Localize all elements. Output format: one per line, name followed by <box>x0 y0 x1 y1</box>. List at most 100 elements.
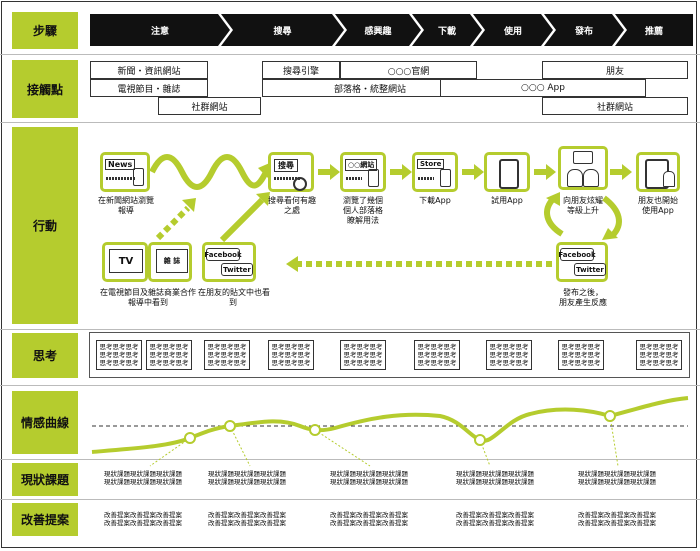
text-lines-icon <box>274 177 300 180</box>
thought-box: 思考思考思考 思考思考思考 思考思考思考 <box>636 340 682 370</box>
share-caption: 向朋友炫耀 等級上升 <box>563 196 603 215</box>
divider <box>0 54 700 55</box>
magazine-card: 雜 誌 <box>148 242 192 282</box>
step-attention: 注意 <box>90 14 230 46</box>
touchpoint-app: ○○○ App <box>440 79 646 97</box>
twitter-bubble: Twitter <box>221 263 253 276</box>
tv-icon: TV <box>109 249 143 273</box>
thought-box: 思考思考思考 思考思考思考 思考思考思考 <box>558 340 604 370</box>
improvement-text: 改善提案改善提案改善提案 改善提案改善提案改善提案 <box>330 511 408 527</box>
post-card: Facebook Twitter <box>556 242 608 282</box>
row-label-touchpoints: 接觸點 <box>12 60 78 118</box>
issue-text: 現狀課題現狀課題現狀課題 現狀課題現狀課題現狀課題 <box>578 470 656 486</box>
issue-text: 現狀課題現狀課題現狀課題 現狀課題現狀課題現狀課題 <box>456 470 534 486</box>
news-tag: News <box>105 159 136 170</box>
store-card: Store <box>412 152 458 192</box>
divider <box>0 385 700 386</box>
touchpoint-tv-magazine: 電視節目・雜誌 <box>90 79 208 97</box>
tv-card: TV <box>102 242 148 282</box>
thought-box: 思考思考思考 思考思考思考 思考思考思考 <box>96 340 142 370</box>
search-tag: 搜尋 <box>274 159 298 172</box>
step-use: 使用 <box>473 14 553 46</box>
touchpoint-friends: 朋友 <box>542 61 688 79</box>
text-lines-icon <box>346 177 362 180</box>
touchpoint-official-site: ○○○官網 <box>340 61 477 79</box>
friend-uses-card <box>636 152 680 192</box>
emotion-point <box>309 424 321 436</box>
row-label-steps: 步驟 <box>12 12 78 49</box>
row-label-improvements: 改善提案 <box>12 503 78 536</box>
touchpoint-social-sites-2: 社群網站 <box>542 97 688 115</box>
news-site-card: News <box>100 152 150 192</box>
emotion-point <box>604 410 616 422</box>
row-label-emotion: 情感曲線 <box>12 391 78 454</box>
emotion-point <box>184 432 196 444</box>
touchpoint-search-engine: 搜尋引擎 <box>262 61 340 79</box>
divider <box>0 459 700 460</box>
improvement-text: 改善提案改善提案改善提案 改善提案改善提案改善提案 <box>456 511 534 527</box>
tv-caption: 在電視節目及雜誌商業合作 報導中看到 <box>100 288 196 307</box>
facebook-bubble: Facebook <box>558 248 596 261</box>
person-icon <box>583 169 599 187</box>
emotion-point <box>224 420 236 432</box>
thought-box: 思考思考思考 思考思考思考 思考思考思考 <box>268 340 314 370</box>
blog-caption: 瀏覽了幾個 個人部落格 瞭解用法 <box>343 196 383 225</box>
touchpoint-news-sites: 新聞・資訊網站 <box>90 61 208 79</box>
speech-bubble-icon <box>573 151 593 164</box>
friend-uses-caption: 朋友也開始 使用App <box>638 196 678 215</box>
divider <box>0 329 700 330</box>
row-label-thoughts: 思考 <box>12 333 78 378</box>
news-caption: 在新聞網站瀏覽 報導 <box>98 196 154 215</box>
improvement-text: 改善提案改善提案改善提案 改善提案改善提案改善提案 <box>104 511 182 527</box>
divider <box>0 499 700 500</box>
facebook-bubble: Facebook <box>204 248 242 261</box>
step-search: 搜尋 <box>221 14 344 46</box>
divider <box>0 122 700 123</box>
thought-box: 思考思考思考 思考思考思考 思考思考思考 <box>340 340 386 370</box>
thought-box: 思考思考思考 思考思考思考 思考思考思考 <box>204 340 250 370</box>
book-icon: 雜 誌 <box>156 249 188 273</box>
smartphone-icon <box>368 169 379 187</box>
smartphone-icon <box>133 168 144 186</box>
friend-post-caption: 在朋友的貼文中也看 到 <box>198 288 270 307</box>
improvement-text: 改善提案改善提案改善提案 改善提案改善提案改善提案 <box>578 511 656 527</box>
site-tag: ○○網站 <box>345 159 378 171</box>
post-caption: 發布之後， 朋友產生反應 <box>559 288 607 307</box>
try-app-caption: 試用App <box>491 196 523 205</box>
thought-box: 思考思考思考 思考思考思考 思考思考思考 <box>146 340 192 370</box>
smartphone-icon <box>440 169 451 187</box>
twitter-bubble: Twitter <box>574 263 606 276</box>
person-icon <box>567 169 583 187</box>
thought-box: 思考思考思考 思考思考思考 思考思考思考 <box>414 340 460 370</box>
store-tag: Store <box>417 159 445 169</box>
search-card: 搜尋 <box>268 152 314 192</box>
step-post: 發布 <box>544 14 624 46</box>
share-card <box>558 146 608 190</box>
row-label-actions: 行動 <box>12 127 78 324</box>
blog-site-card: ○○網站 <box>340 152 386 192</box>
text-lines-icon <box>418 177 434 180</box>
try-app-card <box>484 152 530 192</box>
row-label-issues: 現狀課題 <box>12 463 78 496</box>
improvement-text: 改善提案改善提案改善提案 改善提案改善提案改善提案 <box>208 511 286 527</box>
smartphone-icon <box>499 159 519 189</box>
touchpoint-social-sites: 社群網站 <box>158 97 261 115</box>
issue-text: 現狀課題現狀課題現狀課題 現狀課題現狀課題現狀課題 <box>104 470 182 486</box>
step-recommend: 推薦 <box>615 14 693 46</box>
store-caption: 下載App <box>419 196 451 205</box>
text-lines-icon <box>106 177 136 180</box>
issue-text: 現狀課題現狀課題現狀課題 現狀課題現狀課題現狀課題 <box>330 470 408 486</box>
issue-text: 現狀課題現狀課題現狀課題 現狀課題現狀課題現狀課題 <box>208 470 286 486</box>
person-icon <box>663 171 675 187</box>
emotion-curve <box>91 396 689 454</box>
thought-box: 思考思考思考 思考思考思考 思考思考思考 <box>486 340 532 370</box>
friend-post-card: Facebook Twitter <box>202 242 256 282</box>
callout-lines <box>149 415 619 467</box>
step-interest: 感興趣 <box>335 14 421 46</box>
magnifier-icon <box>293 177 307 191</box>
emotion-point <box>474 434 486 446</box>
search-caption: 搜尋看何有趣 之處 <box>268 196 316 215</box>
